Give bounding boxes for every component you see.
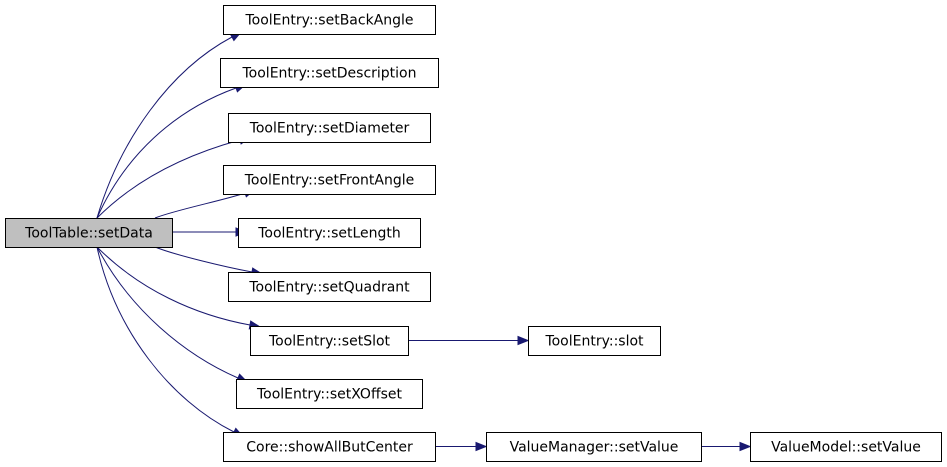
node-setDescription[interactable]: ToolEntry::setDescription xyxy=(220,58,439,88)
node-label: ToolEntry::setQuadrant xyxy=(248,280,410,296)
node-setSlot[interactable]: ToolEntry::setSlot xyxy=(250,326,409,356)
node-box xyxy=(238,218,421,248)
edge-vmSetValue-to-vmodelSetValue xyxy=(701,441,752,452)
node-showAllButCenter[interactable]: Core::showAllButCenter xyxy=(223,432,436,462)
node-box xyxy=(236,379,423,409)
node-label: ToolEntry::setLength xyxy=(257,226,401,242)
edge-line xyxy=(96,246,251,326)
node-box xyxy=(223,5,436,35)
edge-line xyxy=(154,246,253,273)
node-box xyxy=(5,218,173,248)
edge-root-to-setLength xyxy=(171,227,248,237)
edge-line xyxy=(154,192,246,219)
node-setXOffset[interactable]: ToolEntry::setXOffset xyxy=(236,379,423,409)
node-setFrontAngle[interactable]: ToolEntry::setFrontAngle xyxy=(223,165,436,195)
node-vmSetValue[interactable]: ValueManager::setValue xyxy=(486,432,702,462)
node-box xyxy=(223,432,436,462)
node-root[interactable]: ToolTable::setData xyxy=(5,218,173,248)
edge-showAllButCenter-to-vmSetValue xyxy=(435,441,488,452)
node-label: ToolEntry::setDiameter xyxy=(249,121,410,137)
node-label: Core::showAllButCenter xyxy=(246,440,413,456)
node-label: ToolEntry::setDescription xyxy=(242,66,417,82)
node-box xyxy=(228,272,431,302)
call-graph-edges xyxy=(96,31,752,452)
node-setQuadrant[interactable]: ToolEntry::setQuadrant xyxy=(228,272,431,302)
node-label: ValueManager::setValue xyxy=(510,440,679,456)
node-label: ToolEntry::setXOffset xyxy=(256,387,403,403)
edge-root-to-setQuadrant xyxy=(154,246,264,277)
edge-line xyxy=(96,139,241,219)
arrowhead-icon xyxy=(517,335,530,346)
edge-line xyxy=(96,246,235,433)
node-box xyxy=(528,326,661,356)
node-label: ToolEntry::setBackAngle xyxy=(244,13,413,29)
node-label: ToolEntry::slot xyxy=(544,334,644,350)
edge-line xyxy=(96,246,239,379)
node-label: ValueModel::setValue xyxy=(771,440,921,456)
node-box xyxy=(228,113,431,143)
node-setBackAngle[interactable]: ToolEntry::setBackAngle xyxy=(223,5,436,35)
edge-line xyxy=(96,36,233,219)
call-graph-nodes: ToolTable::setData ToolEntry::setBackAngl… xyxy=(5,5,942,462)
node-vmodelSetValue[interactable]: ValueModel::setValue xyxy=(750,432,942,462)
node-label: ToolEntry::setFrontAngle xyxy=(244,173,415,189)
node-slot[interactable]: ToolEntry::slot xyxy=(528,326,661,356)
node-box xyxy=(486,432,702,462)
node-setLength[interactable]: ToolEntry::setLength xyxy=(238,218,421,248)
edge-line xyxy=(96,87,237,219)
node-box xyxy=(220,58,439,88)
node-label: ToolEntry::setSlot xyxy=(268,334,391,350)
node-box xyxy=(223,165,436,195)
node-box xyxy=(250,326,409,356)
node-label: ToolTable::setData xyxy=(24,226,153,242)
arrowhead-icon xyxy=(475,441,488,452)
edge-setSlot-to-slot xyxy=(408,335,530,346)
node-box xyxy=(750,432,942,462)
arrowhead-icon xyxy=(739,441,752,452)
node-setDiameter[interactable]: ToolEntry::setDiameter xyxy=(228,113,431,143)
edge-root-to-showAllButCenter xyxy=(96,246,245,438)
